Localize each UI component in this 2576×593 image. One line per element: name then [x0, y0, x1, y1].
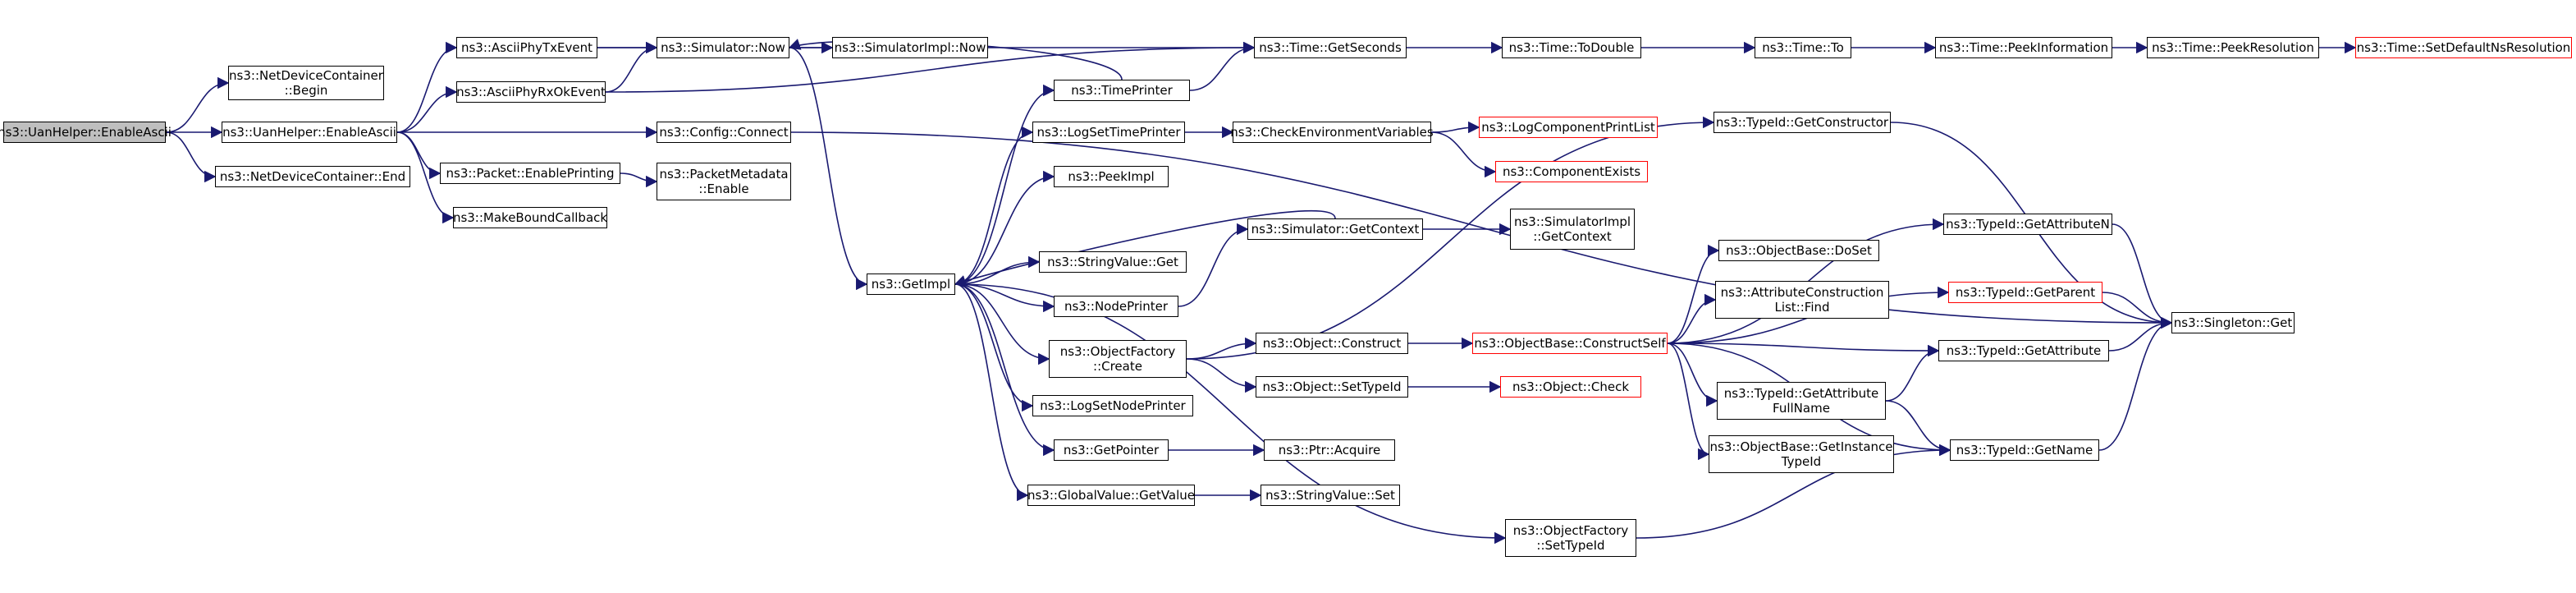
- node-logsetnode[interactable]: ns3::LogSetNodePrinter: [1032, 395, 1193, 416]
- node-acl-find[interactable]: ns3::AttributeConstruction List::Find: [1715, 281, 1889, 319]
- edge-getimpl-to-logsetnode: [954, 283, 1034, 412]
- edge-tid_getattr-to-singleton_get: [2108, 316, 2173, 352]
- edge-cfg_connect-to-singleton_get: [790, 131, 2173, 329]
- edge-checkenv-to-logcomp: [1430, 121, 1480, 134]
- node-tx-event[interactable]: ns3::AsciiPhyTxEvent: [456, 37, 597, 58]
- node-ndc-begin[interactable]: ns3::NetDeviceContainer ::Begin: [228, 66, 384, 100]
- node-sv-set[interactable]: ns3::StringValue::Set: [1261, 485, 1400, 506]
- node-simimpl-now[interactable]: ns3::SimulatorImpl::Now: [832, 37, 988, 58]
- edge-pkt_enable-to-pm_enable: [620, 172, 658, 188]
- edge-getimpl-to-of_create: [954, 283, 1050, 365]
- edge-tid_getattrfull-to-tid_getname: [1885, 400, 1951, 457]
- edge-root-to-ndc_begin: [165, 76, 230, 133]
- node-tid-getattrfull[interactable]: ns3::TypeId::GetAttribute FullName: [1717, 382, 1886, 420]
- node-rx-event[interactable]: ns3::AsciiPhyRxOkEvent: [456, 81, 606, 103]
- edge-tid_getname-to-singleton_get: [2098, 316, 2173, 451]
- node-getpointer[interactable]: ns3::GetPointer: [1054, 439, 1169, 461]
- node-timeprinter[interactable]: ns3::TimePrinter: [1054, 80, 1190, 101]
- edge-ob_constructself-to-tid_getattrfull: [1667, 342, 1718, 407]
- edge-getimpl-to-logsettime: [954, 126, 1034, 285]
- edge-ob_constructself-to-tid_getattr: [1667, 342, 1940, 357]
- node-getseconds[interactable]: ns3::Time::GetSeconds: [1254, 37, 1407, 58]
- node-tid-getname[interactable]: ns3::TypeId::GetName: [1950, 439, 2099, 461]
- edge-ob_constructself-to-ob_getinstance: [1667, 342, 1710, 461]
- node-peekimpl[interactable]: ns3::PeekImpl: [1054, 166, 1169, 187]
- node-obj-construct[interactable]: ns3::Object::Construct: [1256, 333, 1408, 354]
- edge-nodeprinter-to-sim_getctx: [1178, 223, 1249, 307]
- edge-getimpl-to-getpointer: [954, 283, 1055, 457]
- node-tid-getparent[interactable]: ns3::TypeId::GetParent: [1948, 282, 2102, 303]
- edge-sim_now-to-getimpl: [789, 47, 868, 291]
- node-singleton-get[interactable]: ns3::Singleton::Get: [2171, 312, 2295, 333]
- node-nodeprinter[interactable]: ns3::NodePrinter: [1054, 296, 1178, 317]
- node-sim-now[interactable]: ns3::Simulator::Now: [657, 37, 789, 58]
- node-getimpl[interactable]: ns3::GetImpl: [867, 274, 955, 295]
- node-pm-enable[interactable]: ns3::PacketMetadata ::Enable: [657, 163, 791, 200]
- node-todouble[interactable]: ns3::Time::ToDouble: [1502, 37, 1641, 58]
- node-tid-getconstructor[interactable]: ns3::TypeId::GetConstructor: [1714, 112, 1891, 133]
- node-simimpl-getctx[interactable]: ns3::SimulatorImpl ::GetContext: [1510, 209, 1635, 250]
- node-uh-enable[interactable]: ns3::UanHelper::EnableAscii: [222, 122, 397, 143]
- edge-rx_event-to-getseconds: [605, 41, 1256, 93]
- edge-of_create-to-obj_settypeid: [1186, 358, 1257, 393]
- edge-root-to-ndc_end: [165, 131, 217, 183]
- node-checkenv[interactable]: ns3::CheckEnvironmentVariables: [1230, 122, 1434, 143]
- node-ob-doset[interactable]: ns3::ObjectBase::DoSet: [1718, 240, 1879, 261]
- node-gv-getvalue[interactable]: ns3::GlobalValue::GetValue: [1027, 485, 1195, 506]
- edge-timeprinter-to-getseconds: [1189, 41, 1256, 91]
- node-peekres[interactable]: ns3::Time::PeekResolution: [2147, 37, 2319, 58]
- edge-layer: [165, 39, 2357, 545]
- node-time-to[interactable]: ns3::Time::To: [1755, 37, 1851, 58]
- edge-tid_getattrn-to-singleton_get: [2112, 223, 2173, 329]
- edge-uh_enable-to-tx_event: [396, 41, 458, 133]
- node-sv-get[interactable]: ns3::StringValue::Get: [1039, 251, 1187, 273]
- node-obj-settypeid[interactable]: ns3::Object::SetTypeId: [1256, 376, 1408, 398]
- node-setdefault[interactable]: ns3::Time::SetDefaultNsResolution: [2355, 37, 2572, 58]
- node-ob-getinstance[interactable]: ns3::ObjectBase::GetInstance TypeId: [1709, 435, 1894, 473]
- node-ndc-end[interactable]: ns3::NetDeviceContainer::End: [215, 166, 410, 187]
- edge-of_create-to-obj_construct: [1186, 337, 1257, 360]
- node-ptr-acquire[interactable]: ns3::Ptr::Acquire: [1264, 439, 1395, 461]
- node-of-settypeid[interactable]: ns3::ObjectFactory ::SetTypeId: [1505, 519, 1636, 557]
- node-tid-getattrn[interactable]: ns3::TypeId::GetAttributeN: [1943, 214, 2112, 235]
- node-pkt-enable[interactable]: ns3::Packet::EnablePrinting: [440, 163, 620, 184]
- edge-tid_getattrfull-to-tid_getattr: [1885, 344, 1940, 402]
- node-root[interactable]: ns3::UanHelper::EnableAscii: [0, 122, 172, 143]
- edge-ob_constructself-to-ob_doset: [1667, 244, 1720, 344]
- edge-checkenv-to-compexists: [1430, 131, 1497, 178]
- node-peekinfo[interactable]: ns3::Time::PeekInformation: [1935, 37, 2112, 58]
- edge-sim_getctx-to-getimpl: [954, 209, 1336, 287]
- node-obj-check[interactable]: ns3::Object::Check: [1500, 376, 1641, 398]
- edge-uh_enable-to-mbc: [396, 131, 455, 224]
- node-cfg-connect[interactable]: ns3::Config::Connect: [657, 122, 791, 143]
- node-ob-constructself[interactable]: ns3::ObjectBase::ConstructSelf: [1472, 333, 1668, 354]
- node-logsettime[interactable]: ns3::LogSetTimePrinter: [1032, 122, 1185, 143]
- edge-rx_event-to-sim_now: [605, 41, 658, 93]
- node-logcomp[interactable]: ns3::LogComponentPrintList: [1479, 117, 1658, 138]
- edge-getimpl-to-gv_getvalue: [954, 283, 1029, 502]
- node-sim-getctx[interactable]: ns3::Simulator::GetContext: [1247, 218, 1423, 240]
- node-tid-getattr[interactable]: ns3::TypeId::GetAttribute: [1938, 340, 2109, 361]
- edge-getimpl-to-timeprinter: [954, 84, 1055, 285]
- node-compexists[interactable]: ns3::ComponentExists: [1495, 161, 1648, 182]
- node-of-create[interactable]: ns3::ObjectFactory ::Create: [1049, 340, 1187, 378]
- edge-ob_constructself-to-acl_find: [1667, 293, 1717, 344]
- edge-getimpl-to-sv_get: [954, 255, 1041, 285]
- node-mbc[interactable]: ns3::MakeBoundCallback: [453, 207, 607, 228]
- edge-uh_enable-to-rx_event: [396, 85, 458, 133]
